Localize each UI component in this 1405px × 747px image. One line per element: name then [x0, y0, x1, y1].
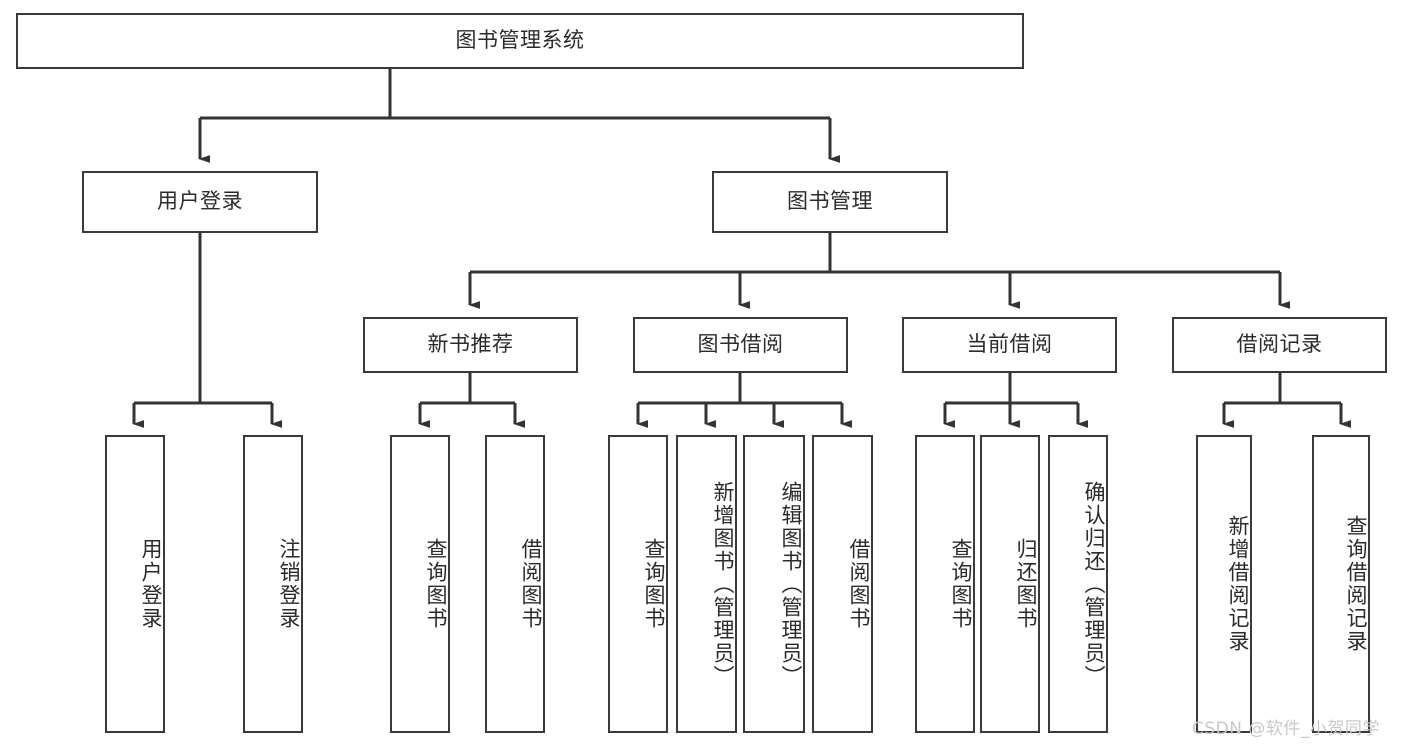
node-leaf-logout-login-label: 注销登录: [277, 538, 301, 630]
node-leaf-confirm-return-label: 确认归还（管理员）: [1082, 480, 1106, 688]
node-leaf-query-record-label: 查询借阅记录: [1344, 515, 1368, 653]
node-leaf-query-book-2-label: 查询图书: [642, 538, 666, 630]
node-leaf-add-record[interactable]: 新增借阅记录: [1196, 435, 1252, 733]
node-leaf-query-record[interactable]: 查询借阅记录: [1312, 435, 1370, 733]
node-leaf-edit-book-label: 编辑图书（管理员）: [779, 480, 803, 688]
node-leaf-query-book-2[interactable]: 查询图书: [608, 435, 668, 733]
node-new-book-recommend-label: 新书推荐: [427, 332, 514, 357]
node-book-borrow[interactable]: 图书借阅: [633, 317, 848, 373]
node-leaf-borrow-book-1-label: 借阅图书: [519, 538, 543, 630]
node-root-label: 图书管理系统: [455, 28, 585, 53]
node-leaf-borrow-book-1[interactable]: 借阅图书: [485, 435, 545, 733]
node-root[interactable]: 图书管理系统: [16, 13, 1024, 69]
node-leaf-user-login[interactable]: 用户登录: [105, 435, 165, 733]
node-leaf-query-book-3[interactable]: 查询图书: [915, 435, 975, 733]
node-user-login[interactable]: 用户登录: [82, 171, 318, 233]
node-leaf-logout-login[interactable]: 注销登录: [243, 435, 303, 733]
node-current-borrow-label: 当前借阅: [966, 332, 1053, 357]
node-borrow-record[interactable]: 借阅记录: [1172, 317, 1387, 373]
node-current-borrow[interactable]: 当前借阅: [902, 317, 1117, 373]
node-leaf-return-book[interactable]: 归还图书: [980, 435, 1040, 733]
node-book-borrow-label: 图书借阅: [697, 332, 784, 357]
node-leaf-borrow-book-2[interactable]: 借阅图书: [812, 435, 873, 733]
node-leaf-add-book-label: 新增图书（管理员）: [711, 480, 735, 688]
node-leaf-return-book-label: 归还图书: [1014, 538, 1038, 630]
node-user-login-label: 用户登录: [157, 189, 243, 214]
node-borrow-record-label: 借阅记录: [1236, 332, 1323, 357]
node-leaf-query-book-1-label: 查询图书: [424, 538, 448, 630]
node-leaf-confirm-return[interactable]: 确认归还（管理员）: [1048, 435, 1108, 733]
node-new-book-recommend[interactable]: 新书推荐: [363, 317, 578, 373]
node-leaf-query-book-3-label: 查询图书: [949, 538, 973, 630]
node-leaf-edit-book[interactable]: 编辑图书（管理员）: [743, 435, 805, 733]
node-leaf-borrow-book-2-label: 借阅图书: [847, 538, 871, 630]
node-leaf-query-book-1[interactable]: 查询图书: [390, 435, 450, 733]
node-leaf-add-record-label: 新增借阅记录: [1226, 515, 1250, 653]
node-book-manage[interactable]: 图书管理: [712, 171, 948, 233]
node-leaf-user-login-label: 用户登录: [139, 538, 163, 630]
node-book-manage-label: 图书管理: [787, 189, 873, 214]
node-leaf-add-book[interactable]: 新增图书（管理员）: [676, 435, 737, 733]
